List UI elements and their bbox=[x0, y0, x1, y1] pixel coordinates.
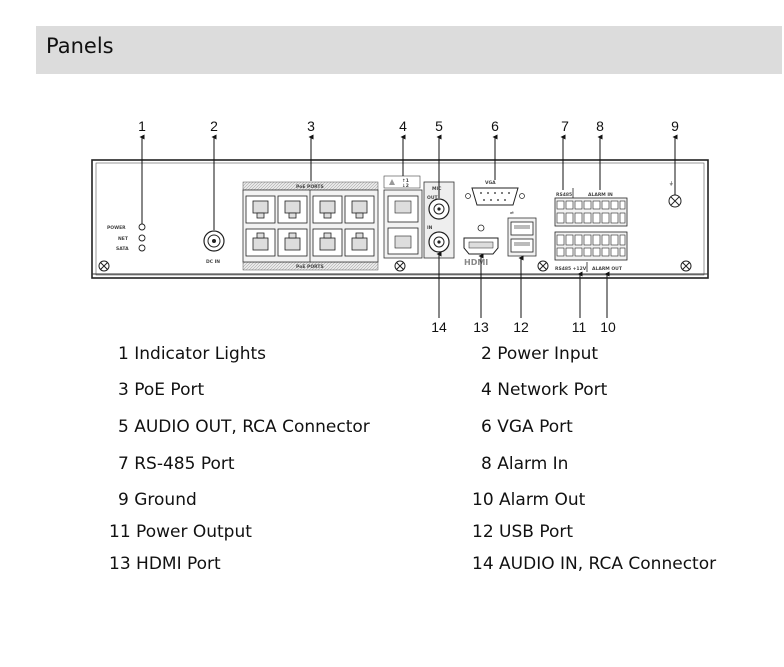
mic-label: MIC bbox=[432, 186, 442, 192]
legend-item-13: 13 HDMI Port bbox=[109, 554, 221, 574]
usb-ports: ⇌ bbox=[507, 211, 537, 257]
alarm-out-label: ALARM OUT bbox=[592, 266, 623, 272]
callout-7: 7 bbox=[561, 118, 569, 134]
callout-8: 8 bbox=[596, 118, 604, 134]
legend-label: Alarm In bbox=[497, 454, 569, 474]
callout-13: 13 bbox=[473, 319, 489, 335]
legend-label: AUDIO OUT, RCA Connector bbox=[134, 417, 370, 437]
power-led-label: POWER bbox=[107, 225, 126, 231]
vga-connector-icon bbox=[471, 187, 519, 206]
terminal-screw-icons bbox=[556, 200, 626, 257]
sata-led-label: SATA bbox=[116, 246, 129, 252]
legend-item-2: 2 Power Input bbox=[481, 344, 598, 364]
alarm-in-label: ALARM IN bbox=[588, 192, 613, 198]
legend-label: Indicator Lights bbox=[134, 344, 267, 364]
callout-10: 10 bbox=[600, 319, 616, 335]
callout-3: 3 bbox=[307, 118, 315, 134]
legend-label: Network Port bbox=[497, 380, 608, 400]
callout-lines bbox=[139, 134, 678, 318]
legend-number: 8 bbox=[481, 454, 492, 474]
legend-number: 5 bbox=[118, 417, 129, 437]
legend-label: Alarm Out bbox=[499, 490, 586, 510]
rear-panel-diagram: POWER NET SATA DC IN PoE PORTS PoE PORTS bbox=[91, 118, 709, 335]
chassis-screws bbox=[98, 260, 692, 272]
sata-led-icon bbox=[138, 244, 146, 252]
legend-item-14: 14 AUDIO IN, RCA Connector bbox=[472, 554, 716, 574]
legend-item-11: 11 Power Output bbox=[109, 522, 252, 542]
svg-text:⏚: ⏚ bbox=[669, 180, 674, 187]
callout-2: 2 bbox=[210, 118, 218, 134]
legend-number: 1 bbox=[118, 344, 129, 364]
legend-label: RS-485 Port bbox=[134, 454, 235, 474]
hdmi-port: HDMI bbox=[463, 224, 499, 267]
rj45-port-icons bbox=[245, 195, 375, 257]
poe-port-block: PoE PORTS PoE PORTS bbox=[242, 181, 379, 271]
legend-item-9: 9 Ground bbox=[118, 490, 197, 510]
ground-terminal: ⏚ bbox=[668, 180, 682, 208]
callout-6: 6 bbox=[491, 118, 499, 134]
callout-5: 5 bbox=[435, 118, 443, 134]
legend-label: Power Output bbox=[136, 522, 252, 542]
audio-out-label: OUT bbox=[427, 195, 438, 201]
hdmi-screw-icon bbox=[477, 224, 485, 232]
legend-label: AUDIO IN, RCA Connector bbox=[499, 554, 717, 574]
legend-item-7: 7 RS-485 Port bbox=[118, 454, 235, 474]
vga-port: VGA bbox=[465, 180, 525, 206]
callout-1: 1 bbox=[138, 118, 146, 134]
indicator-lights: POWER NET SATA bbox=[107, 223, 146, 252]
legend-item-12: 12 USB Port bbox=[472, 522, 573, 542]
legend-item-4: 4 Network Port bbox=[481, 380, 607, 400]
legend-item-3: 3 PoE Port bbox=[118, 380, 204, 400]
callout-numbers: 1 2 3 4 5 6 7 8 9 14 13 12 11 10 bbox=[138, 118, 679, 335]
callout-9: 9 bbox=[671, 118, 679, 134]
legend-number: 9 bbox=[118, 490, 129, 510]
callout-11: 11 bbox=[572, 319, 587, 335]
callout-4: 4 bbox=[399, 118, 407, 134]
svg-text:↑1: ↑1 bbox=[402, 178, 409, 184]
legend-number: 14 bbox=[472, 554, 494, 574]
legend-label: VGA Port bbox=[497, 417, 573, 437]
legend-item-5: 5 AUDIO OUT, RCA Connector bbox=[118, 417, 370, 437]
poe-ports-top-label: PoE PORTS bbox=[296, 184, 324, 190]
network-port: ↑1 ↓2 bbox=[383, 175, 423, 259]
legend-label: HDMI Port bbox=[136, 554, 221, 574]
vga-label: VGA bbox=[485, 180, 496, 186]
net-led-label: NET bbox=[118, 236, 129, 242]
callout-14: 14 bbox=[431, 319, 447, 335]
legend-number: 11 bbox=[109, 522, 131, 542]
legend-number: 12 bbox=[472, 522, 494, 542]
legend-number: 3 bbox=[118, 380, 129, 400]
legend-number: 2 bbox=[481, 344, 492, 364]
audio-in-label: IN bbox=[427, 225, 433, 231]
poe-ports-bottom-label: PoE PORTS bbox=[296, 264, 324, 270]
svg-text:↓2: ↓2 bbox=[402, 183, 409, 189]
legend-label: USB Port bbox=[499, 522, 574, 542]
net-led-icon bbox=[138, 234, 146, 242]
dc-in-label: DC IN bbox=[206, 259, 220, 265]
callout-12: 12 bbox=[513, 319, 529, 335]
section-header: Panels bbox=[36, 26, 782, 74]
legend-label: Ground bbox=[134, 490, 197, 510]
section-title: Panels bbox=[46, 34, 114, 58]
rs485-12v-label: RS485 +12V bbox=[555, 266, 587, 272]
legend-item-6: 6 VGA Port bbox=[481, 417, 573, 437]
legend-label: PoE Port bbox=[134, 380, 205, 400]
legend-number: 7 bbox=[118, 454, 129, 474]
dc-power-input: DC IN bbox=[203, 230, 225, 265]
svg-text:⇌: ⇌ bbox=[510, 211, 514, 216]
legend-number: 10 bbox=[472, 490, 494, 510]
legend-label: Power Input bbox=[497, 344, 599, 364]
legend-number: 4 bbox=[481, 380, 492, 400]
legend-item-10: 10 Alarm Out bbox=[472, 490, 585, 510]
terminal-block: RS485 ALARM IN RS485 +12V ALARM OUT bbox=[554, 188, 628, 272]
legend-number: 13 bbox=[109, 554, 131, 574]
legend-item-8: 8 Alarm In bbox=[481, 454, 568, 474]
rs485-label: RS485 bbox=[556, 192, 572, 198]
power-led-icon bbox=[138, 223, 146, 231]
legend-number: 6 bbox=[481, 417, 492, 437]
hdmi-logo-label: HDMI bbox=[464, 258, 488, 267]
legend-item-1: 1 Indicator Lights bbox=[118, 344, 266, 364]
